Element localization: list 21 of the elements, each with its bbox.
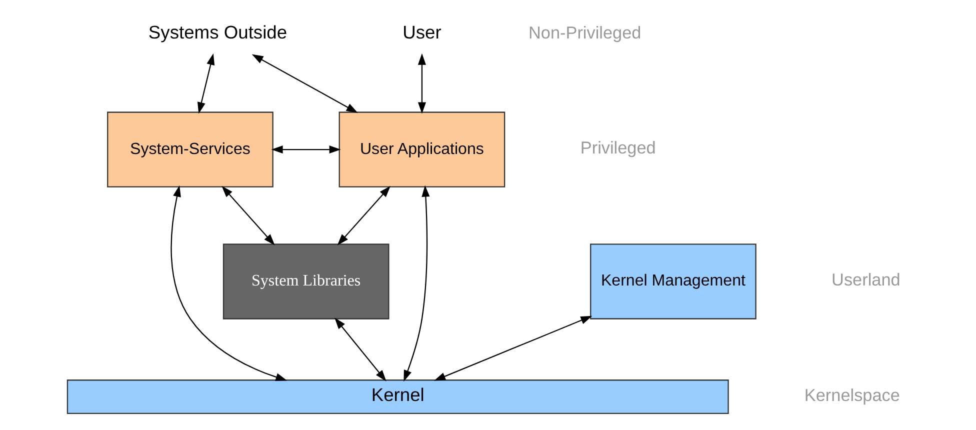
label: Non-Privileged xyxy=(528,22,641,42)
arrow xyxy=(334,317,386,381)
node-box: Kernel Management xyxy=(590,243,756,319)
arrow xyxy=(221,185,274,245)
node-text: Systems Outside xyxy=(148,21,287,42)
arrow xyxy=(196,52,214,114)
node-text: User xyxy=(402,21,441,42)
label: Kernelspace xyxy=(804,384,900,404)
arrow xyxy=(270,145,340,154)
node-box: System Libraries xyxy=(222,243,389,319)
arrow xyxy=(251,54,358,112)
arrow xyxy=(417,52,426,114)
label: Privileged xyxy=(580,137,656,158)
arrow xyxy=(403,184,430,382)
arrow xyxy=(434,315,592,380)
label: Userland xyxy=(831,268,900,289)
node-box: Kernel xyxy=(66,379,728,414)
arrow xyxy=(170,184,287,380)
node-box: User Applications xyxy=(338,111,505,187)
arrow xyxy=(336,185,390,245)
node-box: System-Services xyxy=(106,111,273,187)
